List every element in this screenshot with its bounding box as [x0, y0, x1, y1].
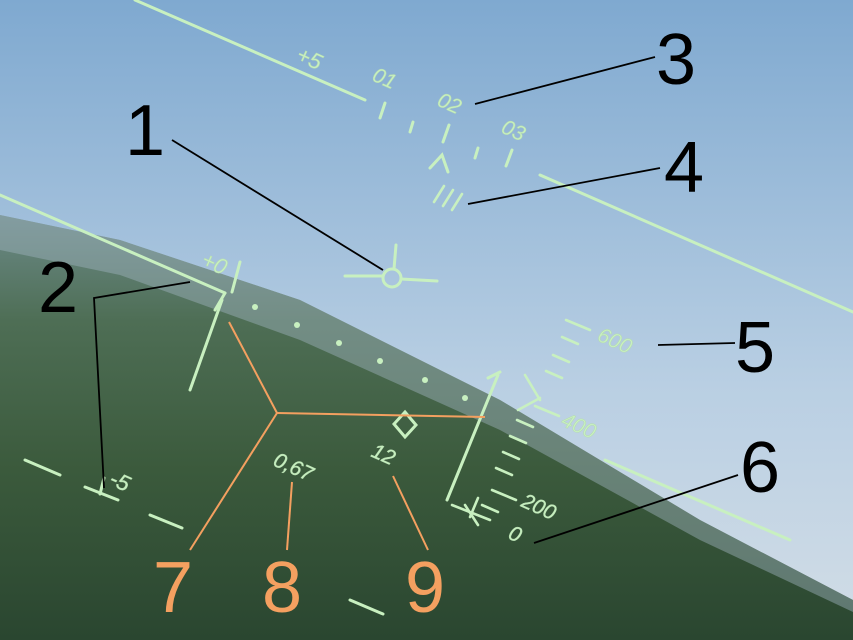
pitch-line-plus5-left [133, 0, 367, 102]
callout-line-4 [467, 167, 661, 205]
callout-number-6: 6 [740, 428, 780, 508]
ground-haze [0, 215, 853, 612]
callout-number-8: 8 [262, 548, 302, 628]
altitude-scale-spine [445, 370, 502, 502]
heading-scale-ticks [378, 101, 514, 168]
callout-line-2 [93, 281, 191, 489]
callout-number-1: 1 [125, 91, 165, 171]
pitch-line-plus5-right [538, 173, 853, 314]
pitch-dot-trail [252, 304, 468, 401]
aircraft-reference-icon [188, 260, 242, 392]
orange-callout-lines [189, 321, 486, 551]
altitude-scale-ticks [480, 318, 592, 514]
callout-line-7b [276, 412, 486, 418]
callout-line-3 [474, 56, 656, 105]
pitch-line-minus5-c [148, 513, 184, 530]
callout-line-7c [189, 412, 278, 551]
callout-line-1 [171, 139, 384, 271]
callout-number-3: 3 [656, 20, 696, 100]
callout-numbers: 1 2 3 4 5 6 7 8 9 [38, 20, 780, 628]
flight-path-marker-icon [343, 243, 439, 289]
pitch-line-minus5-d [348, 598, 385, 616]
callout-line-8 [286, 481, 293, 551]
callout-line-5 [657, 342, 736, 346]
callout-line-6 [533, 474, 739, 544]
horizon-line-left [0, 193, 227, 295]
pitch-line-minus5-a [23, 458, 62, 477]
callout-number-9: 9 [405, 548, 445, 628]
callout-number-2: 2 [38, 248, 78, 328]
horizon-line-right [603, 458, 792, 542]
callout-number-5: 5 [735, 308, 775, 388]
callout-line-9 [392, 475, 429, 551]
black-callout-lines [93, 56, 739, 544]
callout-number-7: 7 [153, 548, 193, 628]
heading-caret-icon [428, 152, 450, 174]
callout-line-7a [228, 321, 278, 414]
callout-number-4: 4 [664, 128, 704, 208]
bank-indicator-icon [432, 184, 464, 212]
radar-altitude-marker [450, 496, 492, 527]
target-diamond-icon [392, 409, 418, 440]
